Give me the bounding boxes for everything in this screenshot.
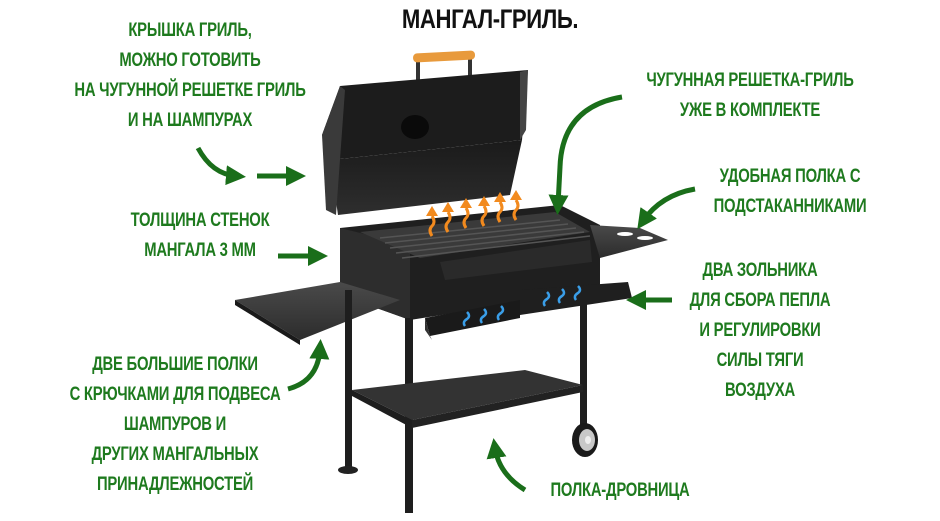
callout-walls-line: ТОЛЩИНА СТЕНОК <box>130 210 270 231</box>
callout-side-shelves-line: ДРУГИХ МАНГАЛЬНЫХ <box>91 444 259 465</box>
callout-side-shelves: ДВЕ БОЛЬШИЕ ПОЛКИ С КРЮЧКАМИ ДЛЯ ПОДВЕСА… <box>62 350 288 500</box>
right-cup-shelf <box>590 225 668 258</box>
callout-walls: ТОЛЩИНА СТЕНОК МАНГАЛА 3 ММ <box>122 206 278 266</box>
grill-lid <box>322 70 528 215</box>
callout-grate-line: ЧУГУННАЯ РЕШЕТКА-ГРИЛЬ <box>646 70 854 91</box>
grate-arrow <box>548 94 623 215</box>
lid-arrow-curved <box>195 146 246 186</box>
air-arrows <box>462 285 582 327</box>
callout-walls-line: МАНГАЛА 3 ММ <box>144 240 256 261</box>
callout-ash-trays-line: И РЕГУЛИРОВКИ <box>699 320 821 341</box>
left-side-shelf <box>235 282 400 340</box>
callout-side-shelves-line: С КРЮЧКАМИ ДЛЯ ПОДВЕСА <box>69 384 281 405</box>
callout-cup-shelf-line: ПОДСТАКАННИКАМИ <box>713 196 867 217</box>
callout-ash-trays-line: СИЛЫ ТЯГИ <box>716 350 804 371</box>
callout-ash-trays-line: ДВА ЗОЛЬНИКА <box>702 260 818 281</box>
wood-shelf <box>352 370 583 420</box>
wheel <box>572 423 598 457</box>
cup-shelf-arrow <box>637 186 696 230</box>
callout-grate: ЧУГУННАЯ РЕШЕТКА-ГРИЛЬ УЖЕ В КОМПЛЕКТЕ <box>633 66 867 126</box>
callout-ash-trays-line: ДЛЯ СБОРА ПЕПЛА <box>689 290 831 311</box>
callout-cup-shelf-line: УДОБНАЯ ПОЛКА С <box>719 166 861 187</box>
callout-lid-line: МОЖНО ГОТОВИТЬ <box>119 50 261 71</box>
wood-shelf-arrow <box>486 438 527 493</box>
callout-side-shelves-line: ПРИНАДЛЕЖНОСТЕЙ <box>96 474 254 495</box>
callout-lid-line: НА ЧУГУННОЙ РЕШЕТКЕ ГРИЛЬ <box>74 80 306 101</box>
callout-lid: КРЫШКА ГРИЛЬ, МОЖНО ГОТОВИТЬ НА ЧУГУННОЙ… <box>73 16 307 136</box>
heat-arrows <box>428 199 520 237</box>
callout-lid-line: КРЫШКА ГРИЛЬ, <box>128 20 252 41</box>
page-title: МАНГАЛ-ГРИЛЬ. <box>401 4 579 34</box>
lid-handle <box>413 50 476 80</box>
callout-side-shelves-line: ШАМПУРОВ И <box>123 414 227 435</box>
callout-lid-line: И НА ШАМПУРАХ <box>127 110 253 131</box>
callout-arrows <box>195 94 696 493</box>
callout-ash-trays: ДВА ЗОЛЬНИКА ДЛЯ СБОРА ПЕПЛА И РЕГУЛИРОВ… <box>682 256 838 406</box>
callout-cup-shelf: УДОБНАЯ ПОЛКА С ПОДСТАКАННИКАМИ <box>704 162 876 222</box>
callout-grate-line: УЖЕ В КОМПЛЕКТЕ <box>679 100 821 121</box>
callout-side-shelves-line: ДВЕ БОЛЬШИЕ ПОЛКИ <box>92 354 258 375</box>
side-shelves-arrow <box>287 339 330 392</box>
callout-wood-shelf: ПОЛКА-ДРОВНИЦА <box>542 476 698 506</box>
callout-ash-trays-line: ВОЗДУХА <box>724 380 796 401</box>
callout-wood-shelf-line: ПОЛКА-ДРОВНИЦА <box>550 480 690 501</box>
